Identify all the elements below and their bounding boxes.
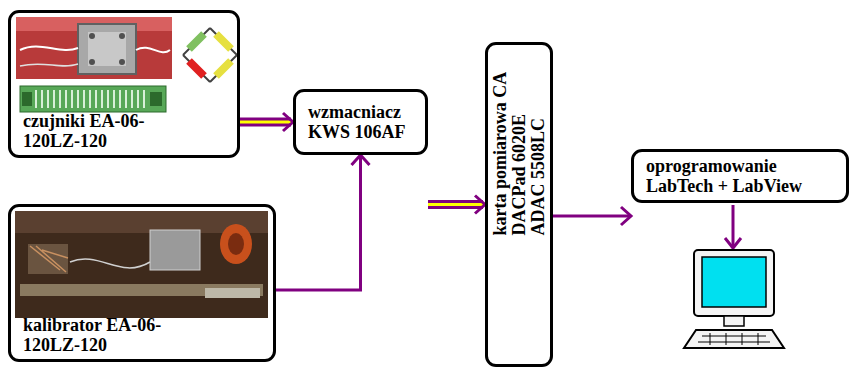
node-label: oprogramowanie LabTech + LabView	[646, 156, 832, 196]
signal-connector	[428, 196, 485, 214]
node-label: czujniki EA-06-120LZ-120	[23, 111, 195, 151]
arrow-head	[283, 113, 293, 131]
arrow-head	[352, 155, 370, 165]
wheatstone-bridge-symbol	[183, 28, 237, 82]
signal-connector	[240, 113, 293, 131]
computer-icon	[684, 205, 784, 348]
node-label: wzmacniacz KWS 106AF	[308, 102, 418, 142]
node-label: karta pomiarowa CA DACPad 6020E ADAC 550…	[491, 65, 548, 236]
calibrator-photo	[15, 211, 268, 318]
arrow-head	[621, 207, 631, 225]
daq-card-box: karta pomiarowa CA DACPad 6020E ADAC 550…	[485, 42, 553, 367]
signal-connector	[276, 155, 370, 290]
calibrator-box: kalibrator EA-06-120LZ-120	[8, 204, 276, 362]
sensor-photo	[16, 17, 172, 79]
software-box: oprogramowanie LabTech + LabView	[631, 149, 849, 203]
node-label: kalibrator EA-06-120LZ-120	[23, 315, 195, 355]
amplifier-box: wzmacniacz KWS 106AF	[293, 89, 428, 155]
arrow-head	[475, 196, 485, 214]
strain-gauge-picture	[20, 86, 166, 112]
sensor-box: czujniki EA-06-120LZ-120	[8, 10, 240, 158]
signal-connector	[553, 207, 631, 225]
